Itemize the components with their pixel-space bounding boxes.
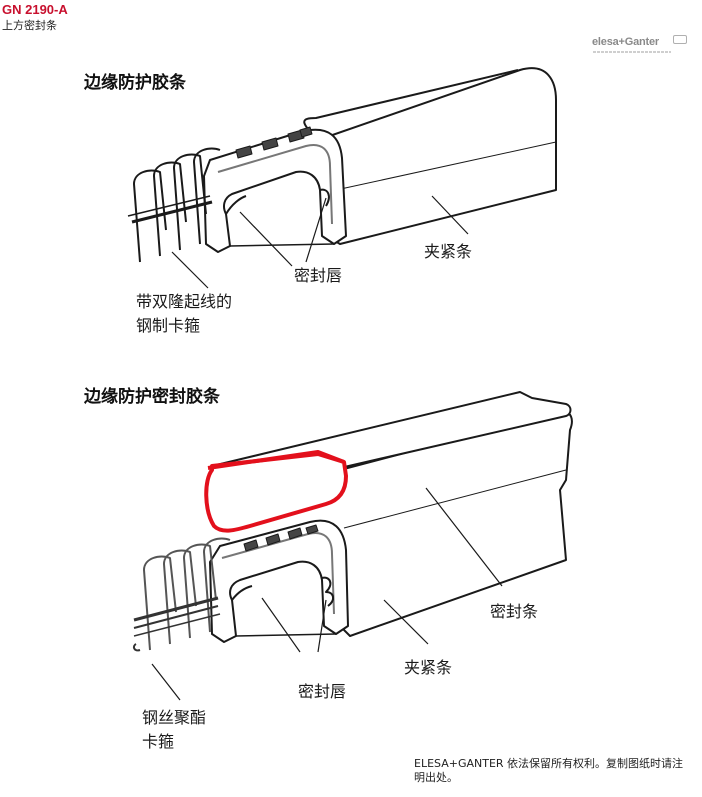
- diagram2-edge-protection-seal: [132, 391, 573, 701]
- copyright-notice: ELESA+GANTER 依法保留所有权利。复制图纸时请注明出处。: [414, 757, 684, 784]
- diagram1-sealing-lip-right: [319, 188, 330, 207]
- diagram1-strip-midline: [335, 141, 557, 191]
- diagram1-label-sealing-lip: 密封唇: [294, 266, 343, 285]
- section1-title: 边缘防护胶条: [84, 73, 186, 93]
- product-subtitle: 上方密封条: [2, 19, 57, 32]
- diagram2-label-clip-line1: 钢丝聚酯: [142, 708, 207, 727]
- diagram1-leader-clip: [171, 251, 209, 289]
- diagram2-label-seal: 密封条: [490, 602, 539, 621]
- diagram2-clip-teeth: [243, 524, 319, 552]
- section2-title: 边缘防护密封胶条: [84, 387, 220, 407]
- diagram2-label-clip-line2: 卡箍: [142, 732, 175, 751]
- diagram1-u-bottom: [229, 243, 335, 247]
- diagram1-edge-protection-strip: [127, 67, 557, 289]
- diagram1-steel-clip-inner: [217, 144, 333, 225]
- diagram1-label-clip-line1: 带双隆起线的: [136, 292, 233, 311]
- product-code: GN 2190-A: [2, 2, 68, 17]
- diagram1-leader-strip: [431, 195, 469, 235]
- diagram2-sealing-lips-right: [321, 576, 334, 607]
- diagram2-leader-clip: [151, 663, 181, 701]
- diagram1-u-profile: [203, 128, 347, 253]
- diagram2-red-seal-bulb: [204, 452, 348, 533]
- diagram2-leader-lip-left: [261, 597, 301, 653]
- brand-logo: elesa+Ganter: [592, 36, 660, 48]
- diagram1-label-clip-line2: 钢制卡箍: [136, 316, 201, 335]
- diagram2-leader-seal: [425, 487, 503, 587]
- diagram2-seal-top-rail: [211, 391, 572, 469]
- diagram1-sealing-lip-left: [225, 195, 247, 215]
- diagram1-leader-lip-right: [305, 197, 327, 263]
- diagram1-strip-body: [317, 67, 557, 245]
- diagram1-clip-teeth: [235, 126, 313, 159]
- diagram2-label-sealing-lip: 密封唇: [298, 682, 347, 701]
- diagram1-leader-lip-left: [239, 211, 293, 267]
- diagram2-leader-lip-right: [317, 599, 327, 653]
- diagram2-wire-clip-loops: [132, 537, 231, 652]
- diagram2-red-seal-top: [207, 450, 345, 470]
- logo-tagline-decoration: [593, 51, 671, 53]
- diagram1-steel-clip-loops: [127, 147, 221, 263]
- diagram2-leader-strip: [383, 599, 429, 645]
- diagram2-seal-midline: [343, 469, 567, 529]
- diagram2-label-clamping-strip: 夹紧条: [404, 658, 453, 677]
- logo-badge-icon: [673, 35, 687, 44]
- diagram2-u-bottom: [235, 633, 337, 637]
- diagram2-sealing-lip-left: [231, 585, 253, 601]
- diagram1-label-clamping-strip: 夹紧条: [424, 242, 473, 261]
